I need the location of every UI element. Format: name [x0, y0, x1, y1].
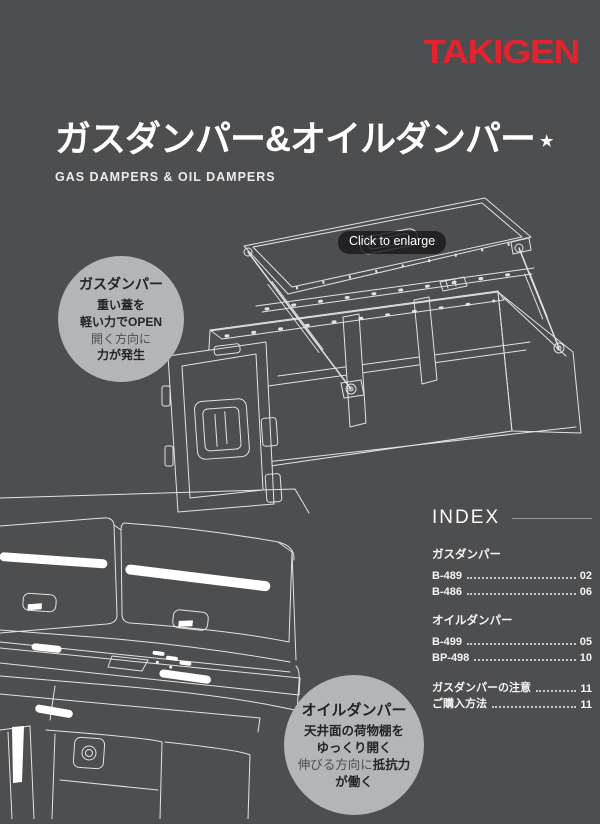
oil-damper-ceiling-illustration — [0, 488, 310, 820]
index-group-gas: ガスダンパー B-489 02 B-486 06 — [432, 546, 592, 598]
oil-damper-ceiling-figure — [0, 480, 340, 820]
oil-callout-line: が働く — [335, 775, 373, 790]
index-row-label: B-489 — [432, 569, 462, 582]
takigen-logo: TAKIGEN — [423, 33, 580, 70]
index-group-title: オイルダンパー — [432, 615, 513, 627]
shelf-lamp — [159, 669, 211, 684]
oil-callout-line: ゆっくり開く — [316, 740, 392, 755]
index-row-page: 05 — [579, 635, 592, 648]
cabin-panels — [0, 725, 251, 820]
gas-strut-left — [243, 247, 365, 399]
star-icon: ★ — [540, 133, 554, 150]
index-header: INDEX — [432, 507, 592, 529]
oil-callout-line-bold: 抵抗力 — [372, 758, 411, 772]
index-rule-line — [512, 517, 592, 519]
door-hinge — [260, 417, 283, 503]
led-cluster — [152, 650, 192, 669]
index-row-page: 02 — [579, 569, 592, 582]
index-row-label: B-486 — [432, 586, 462, 598]
dotted-leader — [466, 642, 576, 645]
oil-callout-line-light: 伸びる方向に — [297, 758, 373, 772]
lid-hinge — [439, 276, 468, 292]
page-title: ガスダンパー&オイルダンパー★ — [55, 116, 553, 161]
page-subtitle: GAS DAMPERS & OIL DAMPERS — [55, 170, 276, 184]
oil-callout-line: 伸びる方向に抵抗力 — [298, 757, 411, 774]
index-row-purchase[interactable]: ご購入方法 11 — [432, 695, 592, 711]
index-group-oil: オイルダンパー B-499 05 BP-498 10 — [432, 612, 592, 664]
index-row-label: B-499 — [432, 635, 462, 648]
console-lamp — [31, 643, 62, 653]
index-group-title: ガスダンパー — [432, 549, 501, 561]
box-interior — [255, 267, 535, 387]
index-row-page: 10 — [579, 652, 592, 664]
index-title: INDEX — [432, 507, 501, 528]
index-row-label: ガスダンパーの注意 — [432, 681, 531, 694]
gas-damper-box-figure[interactable] — [138, 190, 582, 520]
box-door — [161, 341, 283, 513]
ceiling-camera — [72, 736, 106, 770]
index-row-b499[interactable]: B-499 05 — [432, 631, 592, 648]
lower-shelf — [0, 675, 301, 733]
index-row-label: BP-498 — [432, 652, 470, 664]
gas-damper-box-illustration — [161, 197, 582, 513]
box-body — [200, 290, 582, 477]
gas-strut-right — [510, 237, 565, 354]
index-row-b486[interactable]: B-486 06 — [432, 582, 592, 598]
box-divider — [413, 296, 438, 385]
bin-handle — [22, 592, 209, 631]
window-sliver — [12, 726, 24, 783]
dotted-leader — [492, 706, 577, 708]
index-row-page: 06 — [579, 586, 592, 598]
box-divider — [342, 313, 367, 428]
gas-callout-line: 軽い力でOPEN — [79, 314, 162, 329]
index-group-notes: ガスダンパーの注意 11 ご購入方法 11 — [432, 678, 592, 712]
gas-callout-line: 開く方向に — [90, 331, 151, 346]
page-title-text: ガスダンパー&オイルダンパー — [55, 118, 536, 159]
dotted-leader — [466, 576, 576, 579]
gas-callout-title: ガスダンパー — [79, 276, 163, 293]
mid-console — [0, 647, 301, 713]
oil-callout-title: オイルダンパー — [301, 701, 407, 719]
index-row-label: ご購入方法 — [432, 698, 487, 710]
index-row-b489[interactable]: B-489 02 — [432, 565, 592, 582]
index-row-notes[interactable]: ガスダンパーの注意 11 — [432, 678, 592, 695]
dotted-leader — [536, 689, 577, 692]
gas-callout-line: 力が発生 — [96, 348, 145, 363]
oil-damper-callout: オイルダンパー 天井面の荷物棚を ゆっくり開く 伸びる方向に抵抗力 が働く — [284, 675, 424, 815]
dotted-leader — [466, 593, 576, 595]
light-strip — [0, 552, 271, 592]
gas-callout-line: 重い蓋を — [96, 298, 145, 313]
click-to-enlarge-button[interactable]: Click to enlarge — [338, 231, 447, 254]
index-section: INDEX ガスダンパー B-489 02 B-486 06 オイルダンパー B… — [432, 507, 592, 711]
index-row-page: 11 — [580, 682, 592, 695]
index-row-bp498[interactable]: BP-498 10 — [432, 648, 592, 664]
shelf-lamp — [35, 704, 73, 718]
hero-title-block: ガスダンパー&オイルダンパー★ GAS DAMPERS & OIL DAMPER… — [55, 116, 553, 184]
oil-callout-line: 天井面の荷物棚を — [303, 723, 404, 738]
gas-damper-callout: ガスダンパー 重い蓋を 軽い力でOPEN 開く方向に 力が発生 — [58, 256, 184, 382]
index-row-page: 11 — [580, 699, 592, 711]
dotted-leader — [474, 659, 576, 661]
